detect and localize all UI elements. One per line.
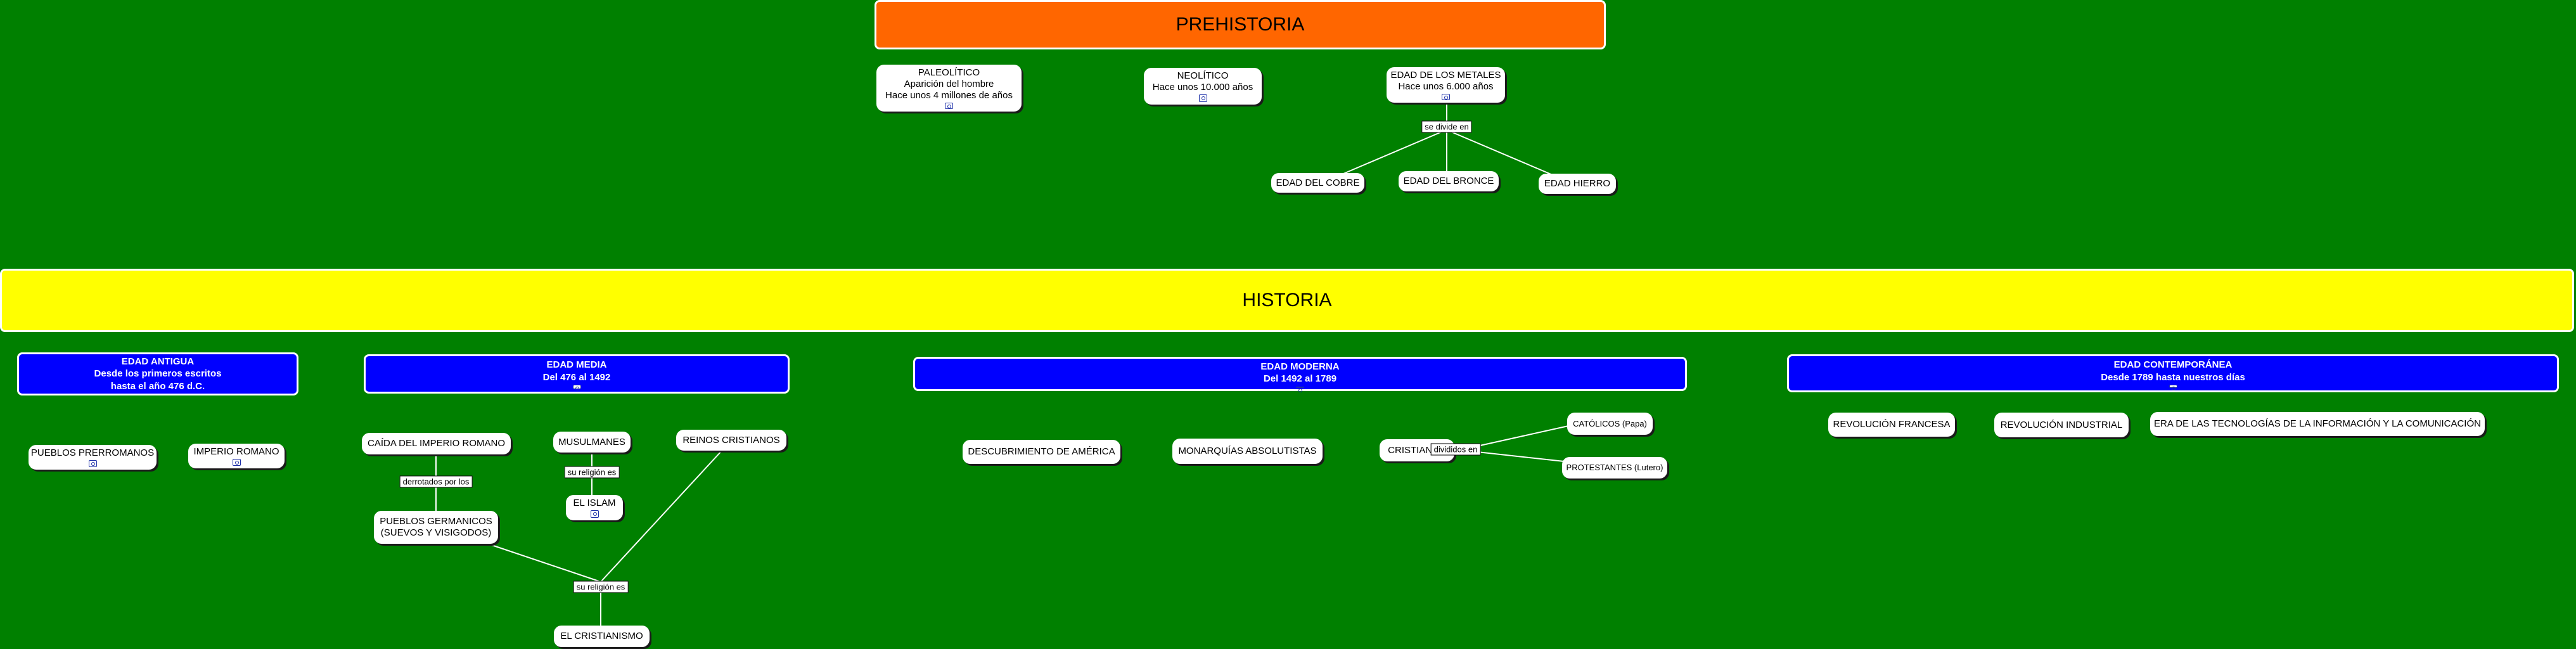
edad-metales-node[interactable]: EDAD DE LOS METALES Hace unos 6.000 años xyxy=(1387,67,1505,103)
moderna-line-1: EDAD MODERNA xyxy=(1260,361,1340,372)
cobre-label: EDAD DEL COBRE xyxy=(1276,177,1360,188)
protestantes-node[interactable]: PROTESTANTES (Lutero) xyxy=(1562,457,1667,479)
metales-line-1: EDAD DE LOS METALES xyxy=(1390,70,1501,80)
neolitico-line-1: NEOLÍTICO xyxy=(1177,70,1229,81)
imperio-romano-label: IMPERIO ROMANO xyxy=(193,446,279,457)
protestantes-label: PROTESTANTES (Lutero) xyxy=(1566,463,1663,473)
paleolitico-line-1: PALEOLÍTICO xyxy=(918,67,980,78)
caida-imperio-node[interactable]: CAÍDA DEL IMPERIO ROMANO xyxy=(362,433,511,454)
link-label-hierro xyxy=(1451,131,1553,176)
media-line-1: EDAD MEDIA xyxy=(546,359,607,370)
descubrimiento-label: DESCUBRIMIENTO DE AMÉRICA xyxy=(968,446,1115,457)
media-line-2: Del 476 al 1492 xyxy=(542,371,611,383)
antigua-line-2: Desde los primeros escritos xyxy=(94,368,222,380)
link-label-catolicos xyxy=(1471,425,1569,448)
islam-node[interactable]: EL ISLAM xyxy=(566,495,623,520)
edad-media-node[interactable]: EDAD MEDIA Del 476 al 1492 xyxy=(364,354,790,394)
monarquias-label: MONARQUÍAS ABSOLUTISTAS xyxy=(1178,446,1317,456)
link-germanicos-label2 xyxy=(487,543,601,582)
revolucion-francesa-label: REVOLUCIÓN FRANCESA xyxy=(1833,419,1951,430)
contemporanea-line-1: EDAD CONTEMPORÁNEA xyxy=(2113,359,2233,370)
edad-bronce-node[interactable]: EDAD DEL BRONCE xyxy=(1399,171,1499,191)
prehistoria-title: PREHISTORIA xyxy=(1176,14,1305,35)
prerromanos-label: PUEBLOS PRERROMANOS xyxy=(30,447,155,458)
reinos-cristianos-label: REINOS CRISTIANOS xyxy=(682,434,780,446)
link-label-su-religion-2: su religión es xyxy=(573,581,629,593)
edad-hierro-node[interactable]: EDAD HIERRO xyxy=(1539,174,1616,194)
resource-link-icon[interactable] xyxy=(2169,385,2177,390)
catolicos-label: CATÓLICOS (Papa) xyxy=(1573,418,1647,428)
contemporanea-line-2: Desde 1789 hasta nuestros días xyxy=(2101,371,2245,383)
resource-link-icon[interactable] xyxy=(572,385,581,390)
paleolitico-node[interactable]: PALEOLÍTICO Aparición del hombre Hace un… xyxy=(876,65,1022,112)
resource-link-icon[interactable] xyxy=(1198,94,1207,102)
resource-link-icon[interactable] xyxy=(945,103,953,109)
paleolitico-line-2: Aparición del hombre xyxy=(904,79,994,89)
caida-imperio-label: CAÍDA DEL IMPERIO ROMANO xyxy=(368,438,505,449)
historia-title-node[interactable]: HISTORIA xyxy=(0,269,2574,332)
paleolitico-line-3: Hace unos 4 millones de años xyxy=(885,90,1013,101)
musulmanes-node[interactable]: MUSULMANES xyxy=(553,432,631,453)
era-tecnologias-node[interactable]: ERA DE LAS TECNOLOGÍAS DE LA INFORMACIÓN… xyxy=(2150,412,2485,436)
islam-label: EL ISLAM xyxy=(573,498,616,508)
antigua-line-1: EDAD ANTIGUA xyxy=(121,356,195,367)
link-label-divididos-en: divididos en xyxy=(1430,443,1481,456)
imperio-romano-node[interactable]: IMPERIO ROMANO xyxy=(188,444,285,468)
metales-line-2: Hace unos 6.000 años xyxy=(1398,81,1494,92)
era-tecnologias-label: ERA DE LAS TECNOLOGÍAS DE LA INFORMACIÓN… xyxy=(2154,418,2481,429)
bronce-label: EDAD DEL BRONCE xyxy=(1403,176,1494,186)
reinos-cristianos-node[interactable]: REINOS CRISTIANOS xyxy=(676,430,786,451)
hierro-label: EDAD HIERRO xyxy=(1544,178,1611,189)
neolitico-node[interactable]: NEOLÍTICO Hace unos 10.000 años xyxy=(1144,68,1262,105)
germanicos-line-1: PUEBLOS GERMANICOS xyxy=(380,516,492,527)
resource-link-icon[interactable] xyxy=(590,510,599,518)
link-label-cobre xyxy=(1343,131,1442,174)
moderna-line-2: Del 1492 al 1789 xyxy=(1263,373,1337,384)
musulmanes-label: MUSULMANES xyxy=(558,436,625,447)
resource-link-icon[interactable] xyxy=(1296,386,1304,392)
prehistoria-title-node[interactable]: PREHISTORIA xyxy=(875,0,1606,49)
resource-link-icon[interactable] xyxy=(232,459,241,466)
revolucion-industrial-label: REVOLUCIÓN INDUSTRIAL xyxy=(2000,419,2123,430)
link-label-derrotados: derrotados por los xyxy=(399,475,473,488)
cristianismo-label: EL CRISTIANISMO xyxy=(560,631,643,641)
pueblos-prerromanos-node[interactable]: PUEBLOS PRERROMANOS xyxy=(29,445,157,470)
resource-link-icon[interactable] xyxy=(1442,94,1450,100)
edad-cobre-node[interactable]: EDAD DEL COBRE xyxy=(1271,173,1364,193)
edad-antigua-node[interactable]: EDAD ANTIGUA Desde los primeros escritos… xyxy=(17,352,298,395)
historia-title: HISTORIA xyxy=(1242,290,1332,311)
resource-link-icon[interactable] xyxy=(88,460,97,467)
revolucion-industrial-node[interactable]: REVOLUCIÓN INDUSTRIAL xyxy=(1994,413,2129,437)
link-label-protestantes xyxy=(1471,451,1565,462)
catolicos-node[interactable]: CATÓLICOS (Papa) xyxy=(1567,413,1653,435)
monarquias-node[interactable]: MONARQUÍAS ABSOLUTISTAS xyxy=(1172,439,1323,464)
link-label-su-religion-1: su religión es xyxy=(564,466,620,479)
revolucion-francesa-node[interactable]: REVOLUCIÓN FRANCESA xyxy=(1828,413,1955,437)
edad-moderna-node[interactable]: EDAD MODERNA Del 1492 al 1789 xyxy=(913,357,1687,392)
neolitico-line-2: Hace unos 10.000 años xyxy=(1152,82,1253,93)
germanicos-line-2: (SUEVOS Y VISIGODOS) xyxy=(380,527,492,538)
antigua-line-3: hasta el año 476 d.C. xyxy=(110,380,205,392)
link-label-se-divide-en: se divide en xyxy=(1421,120,1472,133)
edad-contemporanea-node[interactable]: EDAD CONTEMPORÁNEA Desde 1789 hasta nues… xyxy=(1787,354,2559,392)
pueblos-germanicos-node[interactable]: PUEBLOS GERMANICOS (SUEVOS Y VISIGODOS) xyxy=(374,511,498,544)
cristianismo-node[interactable]: EL CRISTIANISMO xyxy=(554,626,650,647)
descubrimiento-node[interactable]: DESCUBRIMIENTO DE AMÉRICA xyxy=(963,440,1120,464)
